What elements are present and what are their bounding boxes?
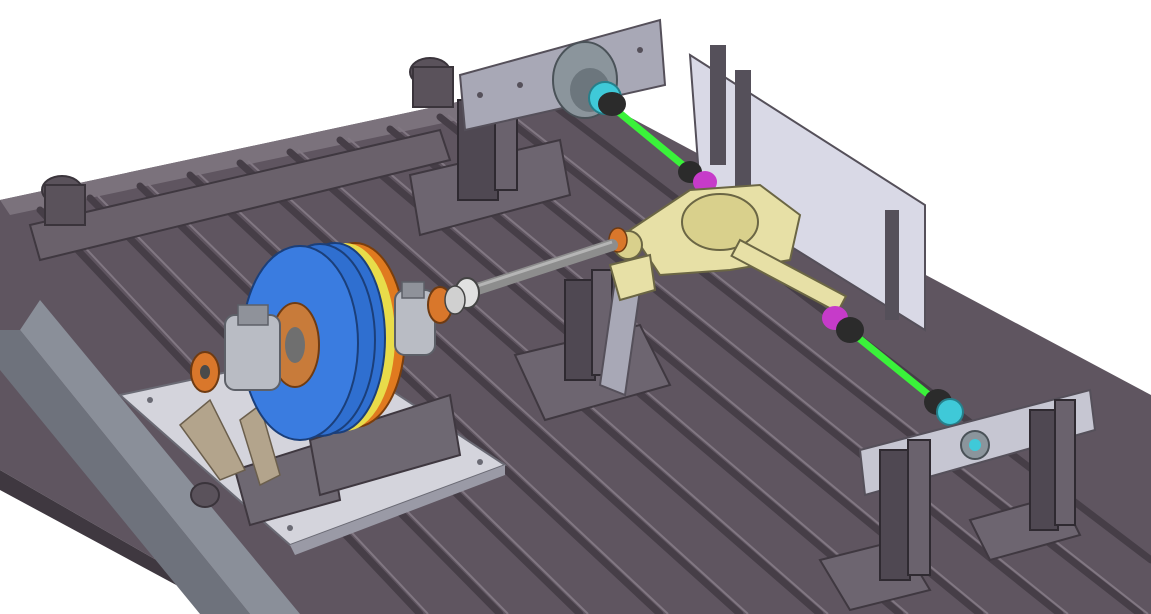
shaft-flange-right	[427, 285, 466, 324]
flywheel	[241, 242, 406, 441]
support-panel-right	[688, 45, 926, 332]
bearing-block-left	[224, 304, 281, 391]
bearing-block-right	[394, 281, 436, 356]
halfshaft-front	[822, 306, 964, 426]
hinge-bracket-left	[41, 175, 86, 226]
shaft-flange-left	[190, 351, 220, 393]
support-stand-center	[513, 269, 672, 422]
differential-housing	[608, 183, 848, 314]
side-rail	[0, 300, 300, 614]
support-stand-front-right	[818, 388, 1097, 612]
hinge-bracket-right	[409, 57, 454, 108]
hinge-bracket-front	[190, 482, 220, 508]
cradle-supports	[178, 393, 462, 527]
halfshaft-rear	[598, 92, 717, 193]
